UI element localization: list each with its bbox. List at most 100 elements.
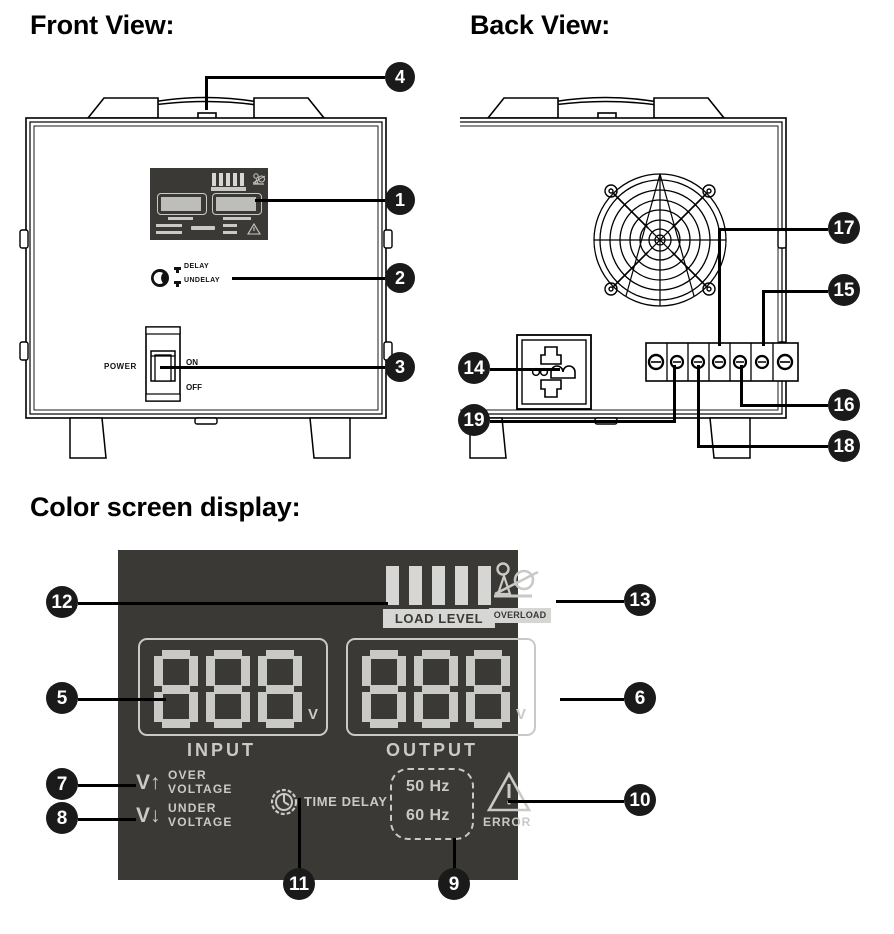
terminal-block[interactable]: [645, 340, 800, 388]
callout-4-leader-drop: [205, 76, 208, 110]
callout-16-leader-h: [740, 404, 828, 407]
input-digit-1: [154, 650, 198, 728]
callout-badge-12[interactable]: 12: [46, 586, 78, 618]
front-under-voltage-indicator: [156, 231, 182, 234]
front-input-digits: [161, 197, 201, 211]
output-label: OUTPUT: [386, 740, 478, 760]
front-time-delay-indicator: [191, 226, 215, 230]
front-load-bar: [219, 173, 223, 186]
front-output-digits: [216, 197, 256, 211]
callout-16-leader-v: [740, 365, 743, 407]
input-unit: V: [308, 706, 319, 723]
callout-15-leader-h: [762, 290, 828, 293]
output-unit: V: [516, 706, 527, 723]
front-overload-icon: [252, 173, 266, 185]
callout-badge-8[interactable]: 8: [46, 802, 78, 834]
input-label: INPUT: [187, 740, 256, 760]
callout-17-leader-h: [718, 228, 828, 231]
callout-badge-10[interactable]: 10: [624, 784, 656, 816]
callout-badge-5[interactable]: 5: [46, 682, 78, 714]
callout-19-leader-h: [490, 420, 676, 423]
switch-off-label: OFF: [186, 383, 202, 392]
delay-label: DELAY: [184, 263, 210, 270]
front-load-level-label: [211, 187, 246, 191]
output-digit-1: [362, 650, 406, 728]
cooling-fan-grille: [593, 173, 727, 307]
overload-icon: [494, 562, 539, 598]
load-bar-5: [478, 566, 491, 605]
under-voltage-label-1: UNDER: [168, 801, 217, 815]
error-warning-icon: [486, 771, 532, 812]
load-bar-2: [409, 566, 422, 605]
front-freq-60-indicator: [223, 231, 237, 234]
front-output-segbox: [212, 193, 262, 215]
front-input-label: [168, 217, 193, 220]
load-bar-3: [432, 566, 445, 605]
callout-badge-14[interactable]: 14: [458, 352, 490, 384]
callout-15-leader-v: [762, 290, 765, 346]
load-level-label: LOAD LEVEL: [383, 609, 495, 628]
frequency-50-label: 50 Hz: [406, 778, 450, 795]
callout-1-leader: [255, 199, 385, 202]
callout-19-leader-v: [673, 365, 676, 423]
callout-13-leader: [556, 600, 624, 603]
output-segment-box: V: [346, 638, 536, 736]
callout-badge-6[interactable]: 6: [624, 682, 656, 714]
callout-4-leader: [205, 76, 385, 79]
over-voltage-label-2: VOLTAGE: [168, 782, 233, 796]
front-mini-display-panel: [150, 168, 268, 240]
overload-label: OVERLOAD: [489, 608, 551, 623]
input-digit-3: [258, 650, 302, 728]
callout-badge-2[interactable]: 2: [385, 263, 415, 293]
under-voltage-symbol: V↓: [136, 804, 161, 827]
output-digit-3: [466, 650, 510, 728]
callout-badge-11[interactable]: 11: [283, 868, 315, 900]
callout-5-leader: [78, 698, 166, 701]
input-digit-2: [206, 650, 250, 728]
callout-badge-15[interactable]: 15: [828, 274, 860, 306]
load-bar-1: [386, 566, 399, 605]
front-load-bar: [233, 173, 237, 186]
over-voltage-symbol: V↑: [136, 771, 161, 794]
callout-badge-4[interactable]: 4: [385, 62, 415, 92]
callout-2-leader: [232, 277, 385, 280]
callout-18-leader-v: [697, 365, 700, 448]
callout-7-leader: [78, 784, 136, 787]
front-load-bar: [226, 173, 230, 186]
frequency-box: [390, 768, 474, 840]
callout-8-leader: [78, 818, 136, 821]
callout-12-leader: [78, 602, 388, 605]
delay-selector-icon[interactable]: [150, 262, 240, 294]
front-output-label: [223, 217, 251, 220]
callout-badge-1[interactable]: 1: [385, 185, 415, 215]
callout-badge-3[interactable]: 3: [385, 352, 415, 382]
front-freq-50-indicator: [223, 224, 237, 227]
callout-badge-9[interactable]: 9: [438, 868, 470, 900]
callout-9-leader: [453, 838, 456, 884]
output-digit-2: [414, 650, 458, 728]
front-view-heading: Front View:: [30, 10, 175, 40]
callout-badge-18[interactable]: 18: [828, 430, 860, 462]
callout-badge-17[interactable]: 17: [828, 212, 860, 244]
callout-11-leader: [298, 798, 301, 884]
over-voltage-label-1: OVER: [168, 768, 207, 782]
front-load-bar: [240, 173, 244, 186]
load-bar-4: [455, 566, 468, 605]
front-over-voltage-indicator: [156, 224, 182, 227]
front-input-segbox: [157, 193, 207, 215]
color-screen-panel: LOAD LEVEL OVERLOAD: [118, 550, 551, 880]
callout-17-leader-v: [718, 228, 721, 346]
switch-on-label: ON: [186, 358, 198, 367]
front-error-icon: [247, 222, 261, 235]
callout-6-leader: [560, 698, 624, 701]
callout-14-leader: [490, 368, 560, 371]
universal-output-socket[interactable]: [515, 333, 593, 411]
callout-badge-16[interactable]: 16: [828, 389, 860, 421]
color-screen-heading: Color screen display:: [30, 492, 301, 522]
callout-badge-19[interactable]: 19: [458, 404, 490, 436]
callout-badge-7[interactable]: 7: [46, 768, 78, 800]
callout-3-leader: [160, 366, 385, 369]
callout-badge-13[interactable]: 13: [624, 584, 656, 616]
back-view-heading: Back View:: [470, 10, 611, 40]
time-delay-clock-icon: [270, 788, 298, 816]
